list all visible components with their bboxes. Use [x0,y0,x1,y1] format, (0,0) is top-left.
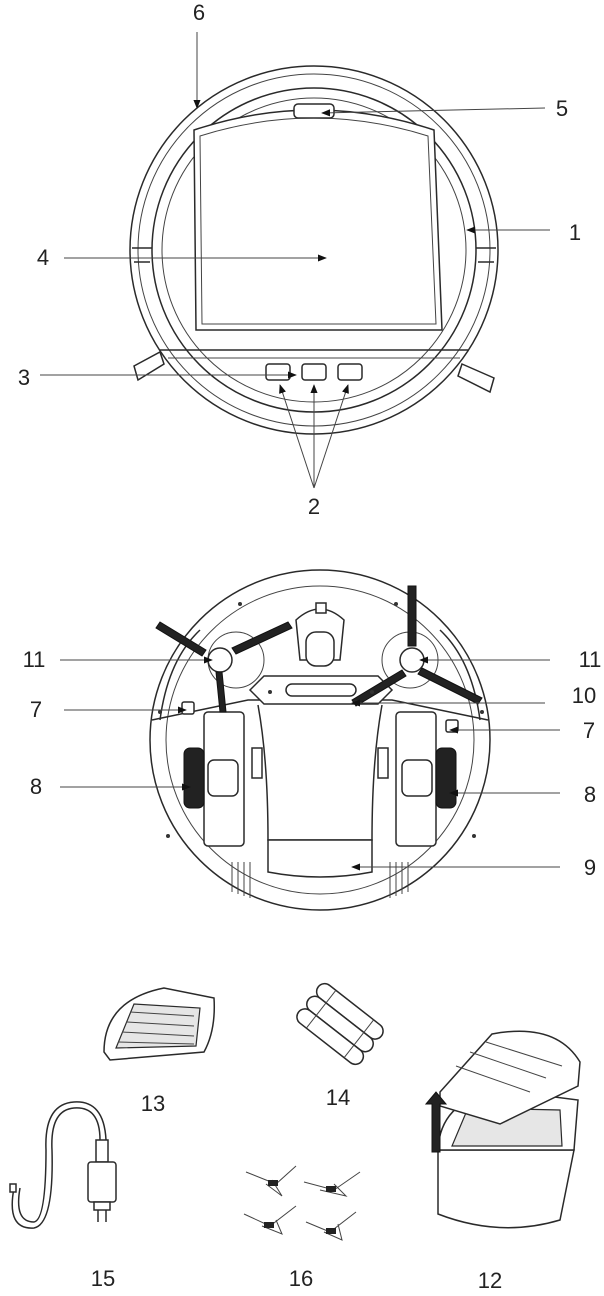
label-7-right: 7 [582,718,596,743]
label-14: 14 [325,1085,351,1110]
accessory-filter [103,987,216,1061]
dust-bin-lid [439,1030,581,1125]
accessory-battery [296,982,384,1066]
label-10: 10 [571,683,597,708]
label-5: 5 [555,96,569,121]
button-right [337,363,363,381]
side-brush-right-tip [457,362,495,394]
lift-arrow-icon [424,1091,448,1153]
label-3: 3 [17,365,31,390]
button-center [301,363,327,381]
label-11-right: 11 [578,647,602,672]
label-7-left: 7 [29,697,43,722]
wheel-right [435,747,457,809]
robot-top-view [129,65,499,435]
bottom-leaders [60,656,560,871]
handle-slot [293,103,335,119]
top-leaders [40,32,550,489]
dust-bin-bottom [267,839,373,878]
label-8-right: 8 [583,782,597,807]
label-8-left: 8 [29,774,43,799]
label-12: 12 [477,1268,503,1293]
label-16: 16 [288,1266,314,1291]
label-15: 15 [90,1266,116,1291]
label-13: 13 [140,1091,166,1116]
accessory-charger [9,1101,117,1229]
label-4: 4 [36,245,50,270]
top-cover-window [193,109,443,331]
button-left [265,363,291,381]
label-9: 9 [583,855,597,880]
label-6: 6 [192,0,206,25]
accessory-side-brushes [243,1165,361,1241]
sensor-left [181,701,195,715]
label-2: 2 [307,494,321,519]
charger-adapter [87,1161,117,1203]
label-1: 1 [568,220,582,245]
wheel-left [183,747,205,809]
robot-bottom-view [149,569,491,911]
label-11-left: 11 [22,647,46,672]
side-brush-left-tip [133,350,165,382]
accessory-dust-bin [424,1030,581,1229]
